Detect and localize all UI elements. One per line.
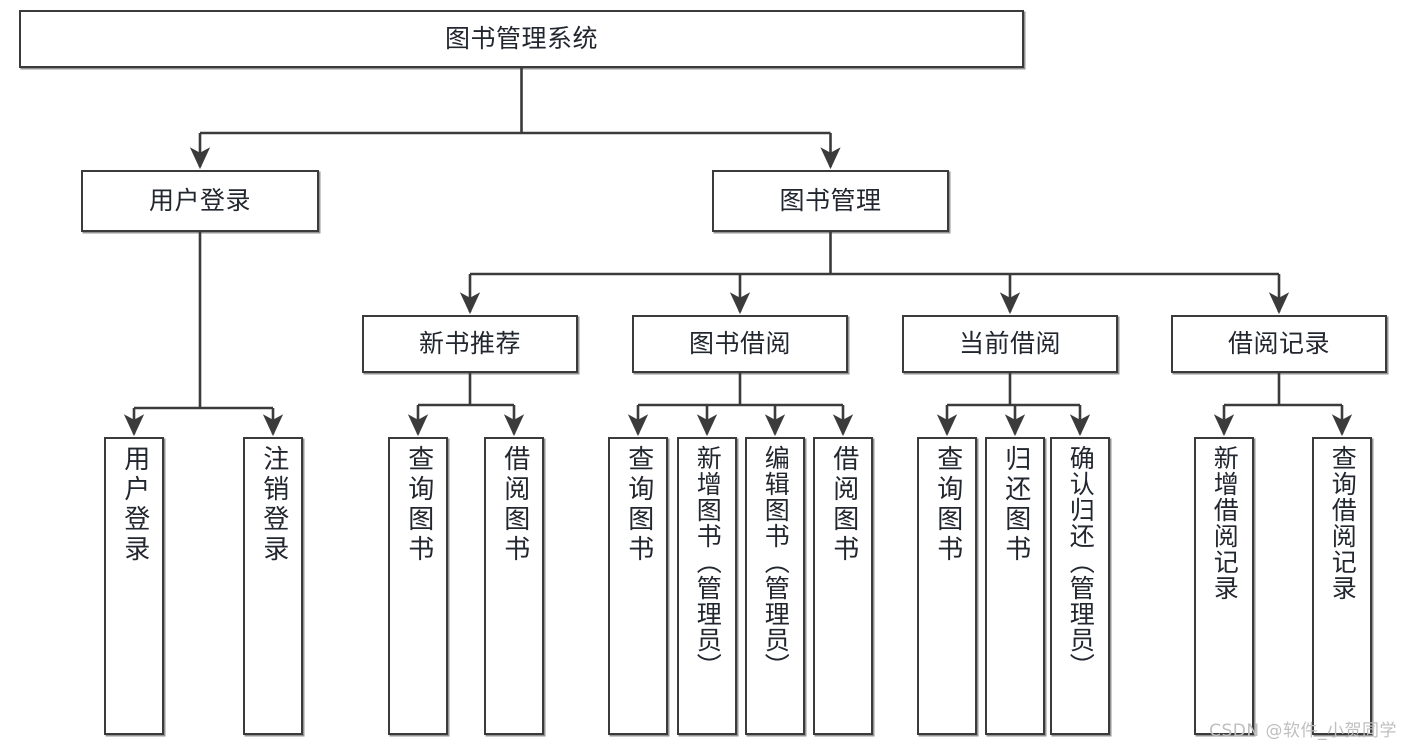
node-label: 图书管理系统 (444, 24, 598, 53)
node-leaf-query-book-3[interactable]: 查询图书 (917, 437, 977, 735)
node-leaf-edit-book[interactable]: 编辑图书（管理员） (745, 437, 805, 735)
node-leaf-query-record[interactable]: 查询借阅记录 (1312, 437, 1372, 735)
node-label: 新书推荐 (418, 329, 521, 358)
node-label: 当前借阅 (958, 329, 1061, 358)
node-label: 查询图书 (623, 445, 654, 565)
node-label: 用户登录 (148, 186, 251, 215)
node-book-borrow[interactable]: 图书借阅 (632, 315, 848, 373)
node-label: 用户登录 (119, 445, 150, 565)
node-label: 新增借阅记录 (1210, 445, 1240, 601)
node-label: 图书管理 (779, 186, 882, 215)
node-leaf-add-book[interactable]: 新增图书（管理员） (677, 437, 737, 735)
node-label: 查询图书 (932, 445, 963, 565)
node-leaf-add-record[interactable]: 新增借阅记录 (1194, 437, 1254, 735)
node-label: 查询图书 (403, 445, 434, 565)
node-new-book-rec[interactable]: 新书推荐 (362, 315, 578, 373)
node-leaf-query-book-2[interactable]: 查询图书 (608, 437, 668, 735)
node-leaf-confirm-return[interactable]: 确认归还（管理员） (1050, 437, 1110, 735)
node-book-manage[interactable]: 图书管理 (712, 170, 949, 232)
node-label: 归还图书 (1000, 445, 1031, 565)
node-label: 借阅图书 (499, 445, 530, 565)
node-leaf-user-login[interactable]: 用户登录 (104, 437, 164, 735)
node-root[interactable]: 图书管理系统 (19, 10, 1024, 68)
node-leaf-borrow-book-1[interactable]: 借阅图书 (484, 437, 544, 735)
node-label: 图书借阅 (688, 329, 791, 358)
node-current-borrow[interactable]: 当前借阅 (902, 315, 1118, 373)
node-leaf-logout-login[interactable]: 注销登录 (243, 437, 303, 735)
node-label: 确认归还（管理员） (1066, 445, 1096, 679)
node-borrow-record[interactable]: 借阅记录 (1171, 315, 1387, 373)
watermark-label: CSDN @软件_小贺同学 (1209, 721, 1397, 741)
node-leaf-return-book[interactable]: 归还图书 (985, 437, 1045, 735)
node-leaf-query-book-1[interactable]: 查询图书 (388, 437, 448, 735)
node-label: 新增图书（管理员） (693, 445, 723, 679)
node-label: 查询借阅记录 (1328, 445, 1358, 601)
node-user-login[interactable]: 用户登录 (81, 170, 319, 232)
node-label: 借阅记录 (1227, 329, 1330, 358)
node-label: 注销登录 (258, 445, 289, 565)
node-leaf-borrow-book-2[interactable]: 借阅图书 (813, 437, 873, 735)
node-label: 借阅图书 (828, 445, 859, 565)
node-label: 编辑图书（管理员） (761, 445, 791, 679)
